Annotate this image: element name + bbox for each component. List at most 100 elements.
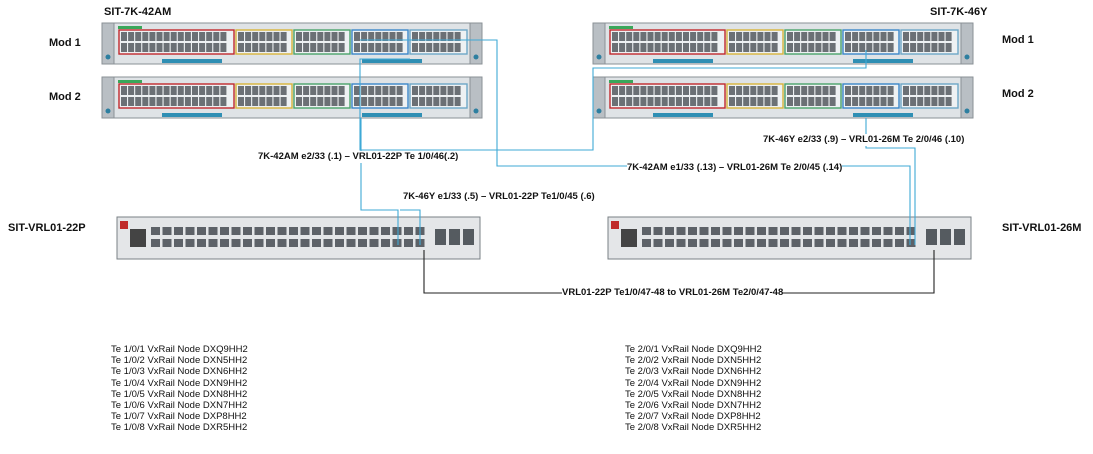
access-port [711,239,720,247]
sfp-port [822,43,829,52]
access-port [162,239,172,247]
sfp-port [163,86,170,95]
sfp-port [845,97,851,106]
sfp-port [238,86,244,95]
access-port [300,239,310,247]
sfp-port [845,86,851,95]
sfp-port [880,86,887,95]
sfp-port [771,32,778,41]
access-port [653,227,663,235]
sfp-port [931,97,938,106]
sfp-port [787,43,793,52]
access-port [780,239,789,247]
sfp-port [945,97,952,106]
access-port [346,227,356,235]
sfp-port [199,86,206,95]
access-port [323,227,333,235]
sfp-port [184,43,191,52]
sfp-port [859,97,866,106]
sfp-port [135,43,142,52]
sfp-port [382,86,389,95]
sfp-port [690,32,697,41]
sfp-port [121,32,127,41]
screw-icon [105,108,111,114]
sfp-port [303,43,310,52]
sfp-port [412,86,418,95]
access-port [174,239,183,247]
sfp-port [354,43,360,52]
sfp-port [296,32,302,41]
access-port [243,239,252,247]
sfp-port [266,97,273,106]
sfp-port [273,32,280,41]
cable-42am-22p [360,118,399,245]
sfp-port [170,43,177,52]
sfp-port [213,43,220,52]
sfp-port [633,32,640,41]
access-port [220,239,229,247]
access-port [392,239,402,247]
sfp-port [184,97,191,106]
switch-left-mod2 [101,76,483,119]
sfp-port [252,43,259,52]
sfp-port [729,43,735,52]
access-port [358,239,367,247]
sfp-port [704,97,711,106]
access-port [826,227,835,235]
sfp-port [845,43,851,52]
sfp-port [640,43,647,52]
sfp-port [822,86,829,95]
sfp-port [815,43,822,52]
sfp-port [845,32,851,41]
sfp-port [259,32,266,41]
access-port [849,227,858,235]
sfp-port [675,43,682,52]
sfp-port [612,97,618,106]
sfp-port [873,97,880,106]
sfp-port [675,32,682,41]
access-port [883,227,893,235]
sfp-port [612,86,618,95]
sfp-port [273,86,280,95]
sfp-port [361,86,368,95]
sfp-port [317,97,324,106]
uplink-port [463,229,474,245]
access-port [906,227,916,235]
access-port [745,239,755,247]
sfp-port [447,97,454,106]
sfp-port [938,97,945,106]
sfp-port [303,86,310,95]
sfp-port [396,97,403,106]
sfp-port [938,32,945,41]
access-port [197,239,206,247]
sfp-port [829,97,836,106]
sfp-port [938,43,945,52]
switch-right-mod1 [592,22,974,65]
access-port [346,239,356,247]
sfp-port [389,86,396,95]
access-port [837,227,847,235]
sfp-port [640,32,647,41]
sfp-port [317,43,324,52]
sfp-port [757,97,764,106]
sfp-port [866,86,873,95]
sfp-port [324,86,331,95]
sfp-port [808,43,815,52]
sfp-port [683,97,689,106]
port-entry: Te 2/0/8 VxRail Node DXR5HH2 [625,422,762,434]
access-port [266,227,275,235]
access-port [803,227,812,235]
status-led [118,80,142,83]
port-entry: Te 1/0/8 VxRail Node DXR5HH2 [111,422,248,434]
leaf-right-switch [607,216,972,260]
sfp-port [661,32,668,41]
sfp-port [454,43,461,52]
sfp-port [213,32,220,41]
sfp-port [389,43,396,52]
leaf-left-switch [116,216,481,260]
sfp-port [903,32,909,41]
sfp-port [910,32,917,41]
sfp-port [829,32,836,41]
screw-icon [105,54,111,60]
sfp-port [619,86,626,95]
